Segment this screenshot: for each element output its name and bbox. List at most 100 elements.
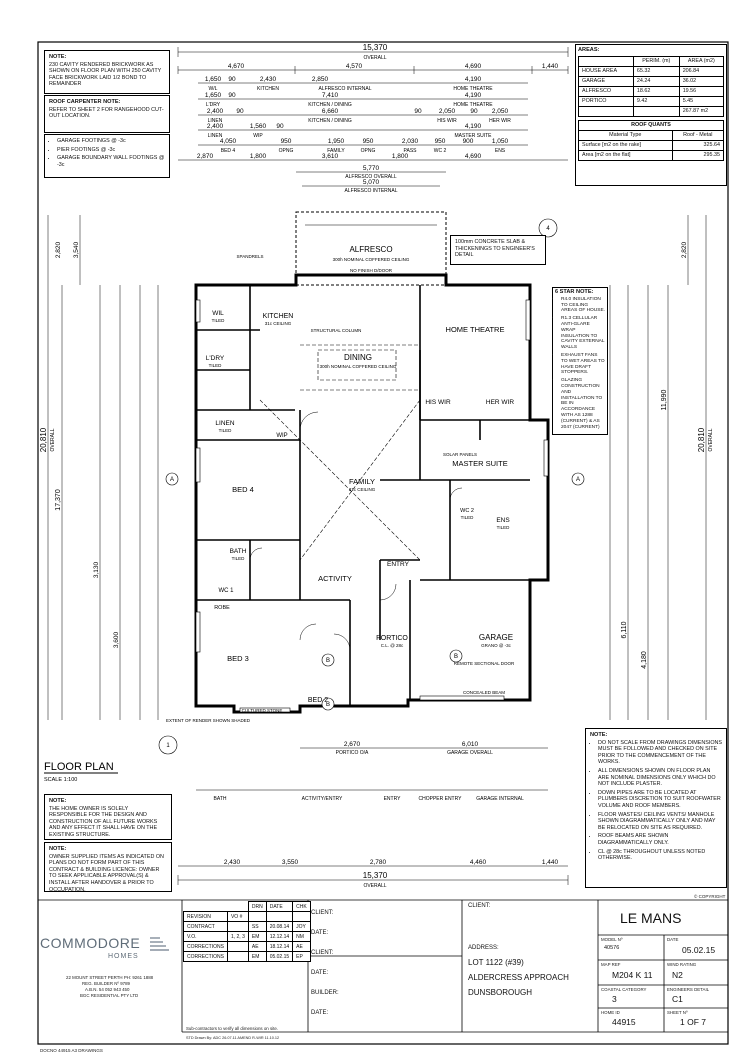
rev-chk: AE: [292, 941, 311, 952]
dim-4690: 4,690: [465, 63, 482, 70]
general-note-item: ALL DIMENSIONS SHOWN ON FLOOR PLAN ARE N…: [598, 768, 722, 788]
wind-rating: N2: [672, 970, 683, 980]
dim-r7-4690: 4,690: [465, 153, 482, 160]
dim-r6-wc2: WC 2: [434, 148, 447, 154]
areas-panel: AREAS: PERIM. (m) AREA (m2) HOUSE AREA 6…: [575, 44, 727, 186]
dim-r3-ldry: L'DRY: [206, 102, 221, 108]
dim-b-bath: BATH: [214, 796, 227, 802]
sheet-border: [37, 41, 729, 1045]
dim-b-2670: 2,670: [344, 741, 361, 748]
slab-note: 100mm CONCRETE SLAB & THICKENINGS TO ENG…: [450, 235, 546, 265]
six-star-item: GLAZING CONSTRUCTION AND INSTALLATION TO…: [561, 378, 605, 430]
dim-r6-2030: 2,030: [402, 138, 419, 145]
right-2820: 2,820: [681, 241, 688, 258]
company-abn: A.B.N. 54 052 943 450: [85, 987, 130, 992]
dim-b-garage-int: GARAGE INTERNAL: [476, 796, 524, 802]
top-dimensions: 15,370 OVERALL 4,670 4,570 4,690 1,440 1…: [177, 43, 569, 194]
rev-col-drn: DRN: [247, 901, 267, 912]
home-id: 44915: [612, 1017, 636, 1027]
room-kitchen-ceiling: 31c CEILING: [265, 321, 292, 326]
room-alfresco: ALFRESCO: [349, 245, 392, 254]
label-spandrels: SPANDRELS: [237, 254, 264, 259]
dim-b-6010: 6,010: [462, 741, 479, 748]
six-star-note: 6 STAR NOTE: R4.0 INSULATION TO CEILING …: [552, 287, 608, 435]
date-field-2: DATE:: [311, 970, 329, 976]
dim-r4-2400: 2,400: [207, 108, 224, 115]
model-no: 40576: [604, 945, 620, 951]
room-robe: ROBE: [214, 605, 230, 611]
room-wc1: WC 1: [219, 588, 235, 594]
dim-r6-bed4: BED 4: [221, 148, 236, 154]
roof-carpenter-text: REFER TO SHEET 2 FOR RANGEHOOD CUT-OUT L…: [49, 106, 164, 120]
bottom-overall-label: OVERALL: [363, 883, 386, 889]
room-bed4: BED 4: [232, 485, 254, 494]
room-no-finish: NO FINISH D/DOOR: [350, 268, 393, 273]
footing-pier: PIER FOOTINGS @ -3c: [57, 147, 165, 154]
general-note-item: CL @ 28c THROUGHOUT UNLESS NOTED OTHERWI…: [598, 849, 722, 862]
general-note-title: NOTE:: [590, 732, 608, 738]
dim-r6-4050: 4,050: [220, 138, 237, 145]
address-street: ALDERCRESS APPROACH: [468, 973, 569, 982]
client-label: CLIENT:: [468, 903, 491, 909]
house-name: LE MANS: [620, 910, 682, 926]
revision-row: CORRECTIONS EM 05.02.15 EP: [183, 951, 311, 962]
dim-r3-1650: 1,650: [205, 92, 222, 99]
rev-name: CONTRACT: [183, 921, 228, 932]
rev-vo: [226, 921, 249, 932]
dim-r6-opng2: OPNG: [361, 148, 376, 154]
dim-r2-wl: W/L: [209, 86, 218, 92]
title-date: 05.02.15: [682, 945, 716, 955]
right-6110: 6,110: [621, 621, 628, 638]
dim-r6-1050: 1,050: [492, 138, 509, 145]
owner-supplied-text: OWNER SUPPLIED ITEMS AS INDICATED ON PLA…: [49, 853, 164, 893]
area-name: GARAGE: [578, 75, 634, 87]
room-bed3: BED 3: [227, 654, 249, 663]
revisions-table: DRN DATE CHK REVISION VO # CONTRACT SS 2…: [183, 901, 311, 962]
room-bath: BATH: [230, 548, 247, 555]
dim-r6-ens: ENS: [495, 148, 506, 154]
client-field-2: CLIENT:: [311, 950, 334, 956]
right-4180: 4,180: [641, 651, 648, 669]
dim-r3-90: 90: [228, 92, 236, 99]
rev-col-date: DATE: [265, 901, 294, 912]
rev-date: 20.08.14: [265, 921, 294, 932]
revisions-footnote2: STD Drawn By: ADC 26.07.11 AMEND R-WIR 1…: [186, 1036, 280, 1040]
dim-b-3550: 3,550: [282, 859, 299, 866]
areas-row: HOUSE AREA 65.32 206.84: [578, 65, 725, 77]
dim-r2-2850: 2,850: [312, 76, 329, 83]
brickwork-note: NOTE: 230 CAVITY RENDERED BRICKWORK AS S…: [44, 50, 170, 94]
area-name: PORTICO: [578, 95, 634, 107]
dim-r7-1800a: 1,800: [250, 153, 267, 160]
date-field-3: DATE:: [311, 1010, 329, 1016]
room-master-suite: MASTER SUITE: [452, 459, 507, 468]
label-concealed-beam: CONCEALED BEAM: [463, 690, 505, 695]
roof-quants-table: ROOF QUANTS Material Type Roof - Metal S…: [578, 119, 724, 161]
coastal-label: COASTAL CATEGORY: [601, 987, 647, 992]
roof-carpenter-title: ROOF CARPENTER NOTE:: [49, 99, 121, 105]
room-ens: ENS: [496, 517, 510, 524]
dim-r5-wip: WIP: [253, 133, 263, 139]
dim-b-4460: 4,460: [470, 859, 487, 866]
roof-surface-value: 325.64: [671, 139, 724, 151]
room-family-ceiling: 31c CEILING: [349, 487, 376, 492]
rev-date: 18.12.14: [265, 941, 294, 952]
area-perim: 24.24: [632, 75, 680, 87]
address-suburb: DUNSBOROUGH: [468, 988, 533, 997]
copyright: © COPYRIGHT: [694, 894, 726, 899]
address-lot: LOT 1122 (#39): [468, 958, 524, 967]
company-address: 22 MOUNT STREET PERTH PH: 9261 1888: [66, 975, 154, 980]
dim-r7-1800b: 1,800: [392, 153, 409, 160]
room-portico: PORTICO: [376, 635, 408, 642]
dim-alf-internal: ALFRESCO INTERNAL: [344, 188, 397, 194]
bottom-overall: 15,370: [363, 871, 388, 880]
room-bath-sub: TILED: [232, 556, 246, 561]
owner-supplied-note: NOTE: OWNER SUPPLIED ITEMS AS INDICATED …: [44, 842, 172, 893]
revision-row: CONTRACT SS 20.08.14 JOY: [183, 921, 311, 932]
roof-quants-title: ROOF QUANTS: [578, 119, 724, 131]
rev-drn: EM: [247, 951, 267, 962]
dim-b-activity: ACTIVITY/ENTRY: [302, 796, 343, 802]
room-kitchen: KITCHEN: [263, 313, 294, 320]
company-builder: REG. BUILDER Nº 9789: [82, 981, 130, 986]
